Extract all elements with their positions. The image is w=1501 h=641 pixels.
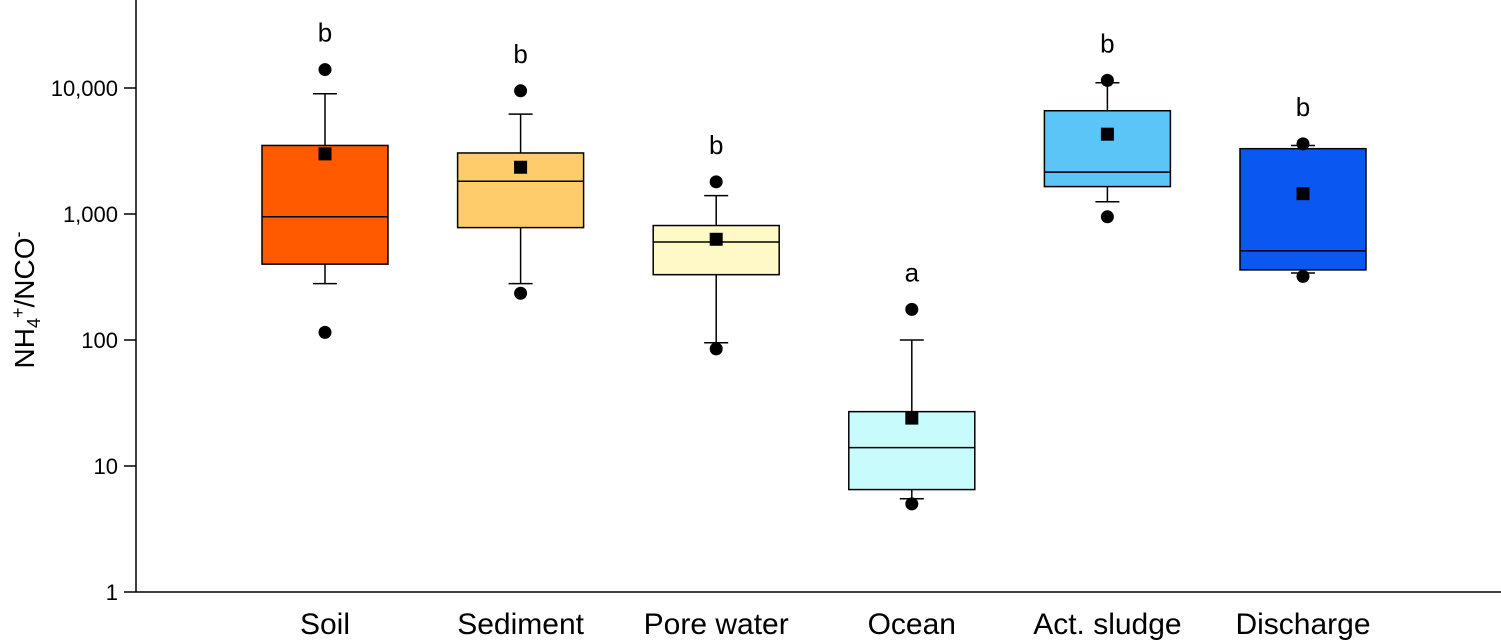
outlier-point [318,325,332,339]
box-iqr [1043,109,1172,188]
box-group: b [1043,28,1172,224]
mean-marker [514,160,528,174]
category-label: Ocean [868,608,956,641]
y-title-base: NH [9,328,40,368]
box-iqr [456,152,585,229]
category-label: Act. sludge [1033,608,1181,641]
outlier-point [905,497,919,511]
box-group: b [261,18,389,339]
outlier-point [1296,269,1310,283]
significance-label: a [905,257,920,287]
box-iqr [1239,147,1367,271]
significance-label: b [1100,28,1114,58]
y-axis-title: NH4+/NCO- [8,232,44,369]
y-tick-label: 10,000 [51,76,118,101]
outlier-point [1100,73,1114,87]
y-title-mid: /NCO [9,238,40,308]
significance-label: b [513,39,527,69]
category-label: Soil [300,608,350,641]
mean-marker [318,147,332,161]
outlier-point [709,342,723,356]
boxes: b b b a b b [261,18,1367,511]
significance-label: b [709,130,723,160]
outlier-point [318,63,332,77]
box-group: b [456,39,585,300]
category-label: Discharge [1235,608,1370,641]
category-label: Sediment [457,608,584,641]
outlier-point [514,286,528,300]
box-group: b [652,130,780,356]
axes [135,0,1501,593]
box-iqr [848,410,976,491]
outlier-point [1100,210,1114,224]
y-title-sup1: + [8,308,28,319]
box-group: a [848,257,976,511]
y-title-sup2: - [8,232,28,238]
y-tick-label: 1 [106,580,118,605]
outlier-point [709,175,723,189]
box-iqr [261,144,389,265]
outlier-point [514,84,528,98]
y-tick-label: 1,000 [63,202,118,227]
category-labels: Soil Sediment Pore water Ocean Act. sludge Di… [300,608,1371,641]
outlier-point [1296,137,1310,151]
significance-label: b [318,18,332,48]
box-group: b [1239,92,1367,283]
y-tick-label: 100 [81,328,118,353]
mean-marker [905,411,919,425]
outlier-point [905,302,919,316]
y-tick-label: 10 [94,454,118,479]
y-title-sub: 4 [24,318,44,328]
mean-marker [1296,187,1310,201]
y-ticks: 1 10 100 1,000 10,000 [51,76,136,605]
mean-marker [709,232,723,246]
category-label: Pore water [644,608,789,641]
mean-marker [1100,127,1114,141]
significance-label: b [1296,92,1310,122]
